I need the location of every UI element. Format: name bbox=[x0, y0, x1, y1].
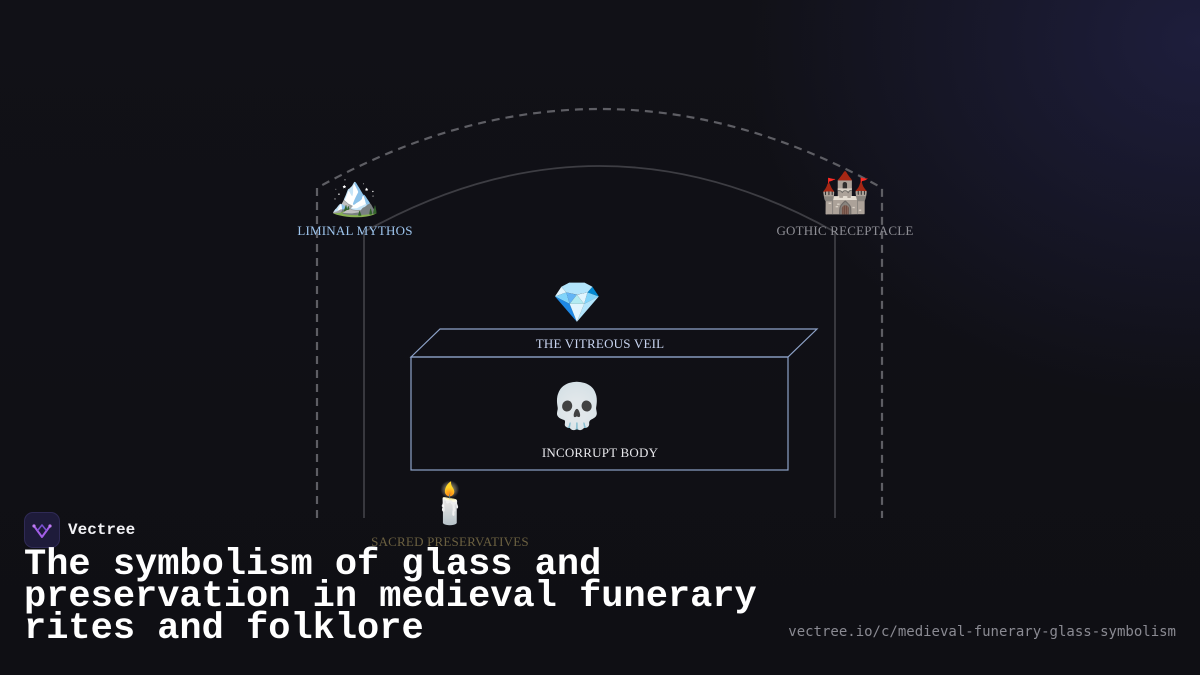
incorrupt-body-label: INCORRUPT BODY bbox=[541, 445, 659, 460]
inner-solid-arch bbox=[363, 165, 836, 518]
glass-box-front bbox=[410, 356, 789, 471]
brand-name: Vectree bbox=[68, 521, 136, 539]
gem-icon: 💎 bbox=[552, 280, 602, 326]
liminal-mythos-label: LIMINAL MYTHOS bbox=[297, 223, 413, 238]
vectree-logo-icon bbox=[24, 512, 60, 548]
brand[interactable]: Vectree bbox=[24, 512, 135, 548]
gothic-receptacle-label: GOTHIC RECEPTACLE bbox=[776, 223, 914, 238]
candle-icon: 🕯️ bbox=[425, 481, 475, 527]
page-title: The symbolism of glass and preservation … bbox=[24, 544, 757, 650]
source-url[interactable]: vectree.io/c/medieval-funerary-glass-sym… bbox=[788, 624, 1176, 640]
castle-icon: 🏰 bbox=[820, 170, 870, 216]
sacred-preservatives-label: SACRED PRESERVATIVES bbox=[371, 534, 529, 549]
vitreous-veil-label: THE VITREOUS VEIL bbox=[535, 336, 665, 351]
snow-capped-mountain-icon: 🏔️ bbox=[330, 173, 380, 219]
skull-icon: 💀 bbox=[549, 381, 605, 432]
